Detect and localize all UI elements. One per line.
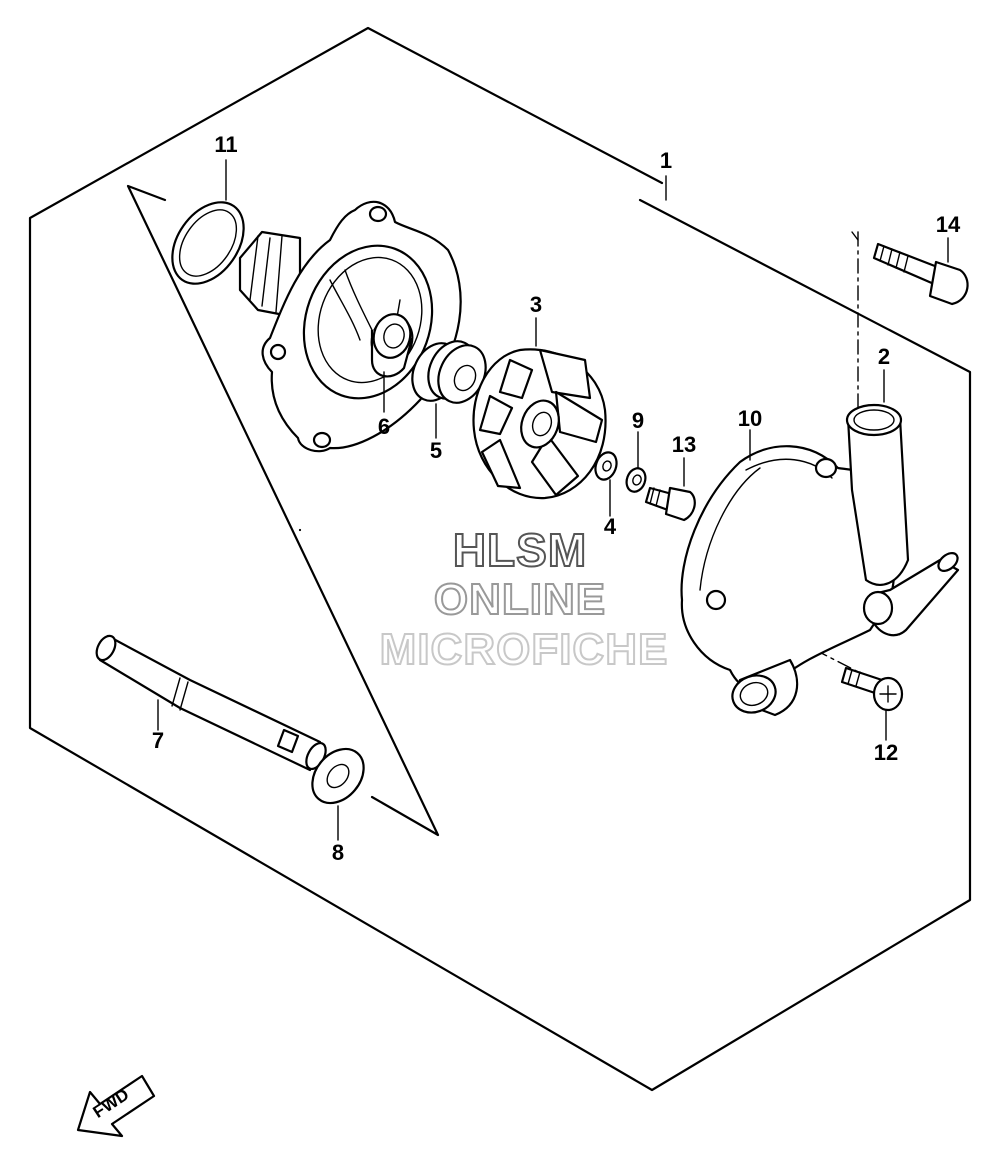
callout-7: 7 xyxy=(152,728,164,753)
callout-9: 9 xyxy=(632,408,644,433)
part-pump-body-10[interactable] xyxy=(680,403,961,718)
fwd-arrow-icon: FWD xyxy=(76,1074,156,1138)
part-washer-8[interactable] xyxy=(302,739,374,813)
callout-1: 1 xyxy=(660,148,672,173)
part-pump-cover-6[interactable] xyxy=(238,200,462,453)
callout-8: 8 xyxy=(332,840,344,865)
callout-6: 6 xyxy=(378,414,390,439)
callout-4: 4 xyxy=(604,514,617,539)
part-washer-9[interactable] xyxy=(623,466,648,495)
assembly-outline xyxy=(28,26,972,1092)
part-impeller-3[interactable] xyxy=(472,348,607,500)
part-washer-4[interactable] xyxy=(592,449,620,482)
callout-2: 2 xyxy=(878,344,890,369)
callout-5: 5 xyxy=(430,438,442,463)
part-mechanical-seal-5[interactable] xyxy=(403,334,494,411)
part-bolt-14[interactable] xyxy=(872,242,969,306)
callout-3: 3 xyxy=(530,292,542,317)
callout-11: 11 xyxy=(214,132,237,157)
callout-13: 13 xyxy=(672,432,696,457)
callout-12: 12 xyxy=(874,740,898,765)
part-screw-12[interactable] xyxy=(840,666,904,712)
subassembly-outline xyxy=(126,184,440,837)
watermark-line3: MICROFICHE xyxy=(380,625,669,674)
callout-14: 14 xyxy=(936,212,961,237)
part-shaft-7[interactable] xyxy=(93,633,330,772)
callout-10: 10 xyxy=(738,406,762,431)
watermark-line2: ONLINE xyxy=(434,575,606,624)
part-bolt-13[interactable] xyxy=(644,486,696,522)
leader-lines xyxy=(157,159,949,841)
part-o-ring-11[interactable] xyxy=(158,189,259,297)
watermark-line1: HLSM xyxy=(453,524,587,576)
